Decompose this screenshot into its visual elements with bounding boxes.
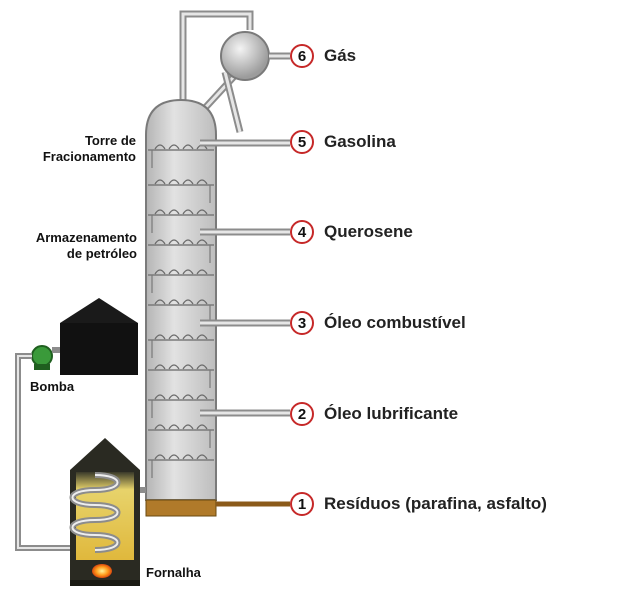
bubble-cap bbox=[168, 334, 180, 340]
bubble-cap bbox=[154, 209, 166, 215]
bubble-cap bbox=[168, 424, 180, 430]
tower-label: Torre de Fracionamento bbox=[8, 133, 136, 165]
product-5: 5 Gasolina bbox=[290, 128, 396, 156]
bubble-cap bbox=[182, 179, 194, 185]
bubble-cap bbox=[154, 364, 166, 370]
fractionation-tower bbox=[145, 98, 217, 517]
bubble-cap bbox=[154, 299, 166, 305]
product-name: Óleo combustível bbox=[324, 313, 466, 332]
tower-label-line2: Fracionamento bbox=[42, 149, 136, 164]
product-number: 3 bbox=[290, 311, 314, 335]
product-outlets bbox=[200, 139, 290, 417]
bubble-cap bbox=[182, 424, 194, 430]
bubble-cap bbox=[154, 334, 166, 340]
bubble-cap bbox=[196, 239, 208, 245]
product-1: 1 Resíduos (parafina, asfalto) bbox=[290, 490, 547, 518]
tower-label-line1: Torre de bbox=[84, 133, 136, 148]
bubble-cap bbox=[168, 179, 180, 185]
bubble-cap bbox=[196, 269, 208, 275]
bubble-cap bbox=[196, 454, 208, 460]
product-number: 1 bbox=[290, 492, 314, 516]
product-number: 2 bbox=[290, 402, 314, 426]
bubble-cap bbox=[182, 334, 194, 340]
furnace bbox=[69, 438, 140, 586]
bubble-cap bbox=[182, 239, 194, 245]
bubble-cap bbox=[196, 424, 208, 430]
product-2: 2 Óleo lubrificante bbox=[290, 400, 458, 428]
pump-icon bbox=[31, 345, 53, 370]
product-number: 6 bbox=[290, 44, 314, 68]
bubble-cap bbox=[196, 364, 208, 370]
storage-label-line1: Armazenamento bbox=[35, 230, 137, 245]
product-name: Gás bbox=[324, 46, 357, 65]
oil-storage-tank bbox=[60, 298, 138, 375]
bubble-cap bbox=[196, 209, 208, 215]
bubble-cap bbox=[154, 454, 166, 460]
furnace-label: Fornalha bbox=[146, 565, 201, 580]
bubble-cap bbox=[182, 364, 194, 370]
flame-icon bbox=[92, 564, 112, 578]
product-name: Resíduos (parafina, asfalto) bbox=[324, 494, 547, 513]
bubble-cap bbox=[154, 179, 166, 185]
product-name: Óleo lubrificante bbox=[324, 404, 459, 423]
bubble-cap bbox=[154, 269, 166, 275]
bubble-cap bbox=[196, 394, 208, 400]
bubble-cap bbox=[154, 424, 166, 430]
product-number: 5 bbox=[290, 130, 314, 154]
product-3: 3 Óleo combustível bbox=[290, 309, 466, 337]
storage-label-line2: de petróleo bbox=[66, 246, 137, 261]
bubble-cap bbox=[168, 144, 180, 150]
bubble-cap bbox=[196, 334, 208, 340]
bubble-cap bbox=[196, 299, 208, 305]
bubble-cap bbox=[154, 144, 166, 150]
bubble-cap bbox=[182, 144, 194, 150]
top-pipe bbox=[179, 10, 254, 112]
bubble-cap bbox=[168, 394, 180, 400]
product-4: 4 Querosene bbox=[290, 218, 413, 246]
bubble-cap bbox=[196, 179, 208, 185]
pump-label: Bomba bbox=[30, 379, 75, 394]
product-6: 6 Gás bbox=[290, 42, 356, 70]
bubble-cap bbox=[168, 299, 180, 305]
bubble-cap bbox=[182, 209, 194, 215]
tower-trays bbox=[148, 144, 214, 478]
bubble-cap bbox=[182, 299, 194, 305]
bubble-cap bbox=[154, 394, 166, 400]
bubble-cap bbox=[182, 394, 194, 400]
bubble-cap bbox=[154, 239, 166, 245]
product-name: Gasolina bbox=[324, 132, 396, 151]
bubble-cap bbox=[168, 239, 180, 245]
bubble-cap bbox=[168, 454, 180, 460]
bubble-cap bbox=[168, 269, 180, 275]
bubble-cap bbox=[182, 454, 194, 460]
product-name: Querosene bbox=[324, 222, 413, 241]
gas-sphere bbox=[220, 31, 290, 81]
bubble-cap bbox=[182, 269, 194, 275]
storage-label: Armazenamento de petróleo bbox=[2, 230, 137, 262]
product-number: 4 bbox=[290, 220, 314, 244]
bubble-cap bbox=[168, 209, 180, 215]
bubble-cap bbox=[168, 364, 180, 370]
